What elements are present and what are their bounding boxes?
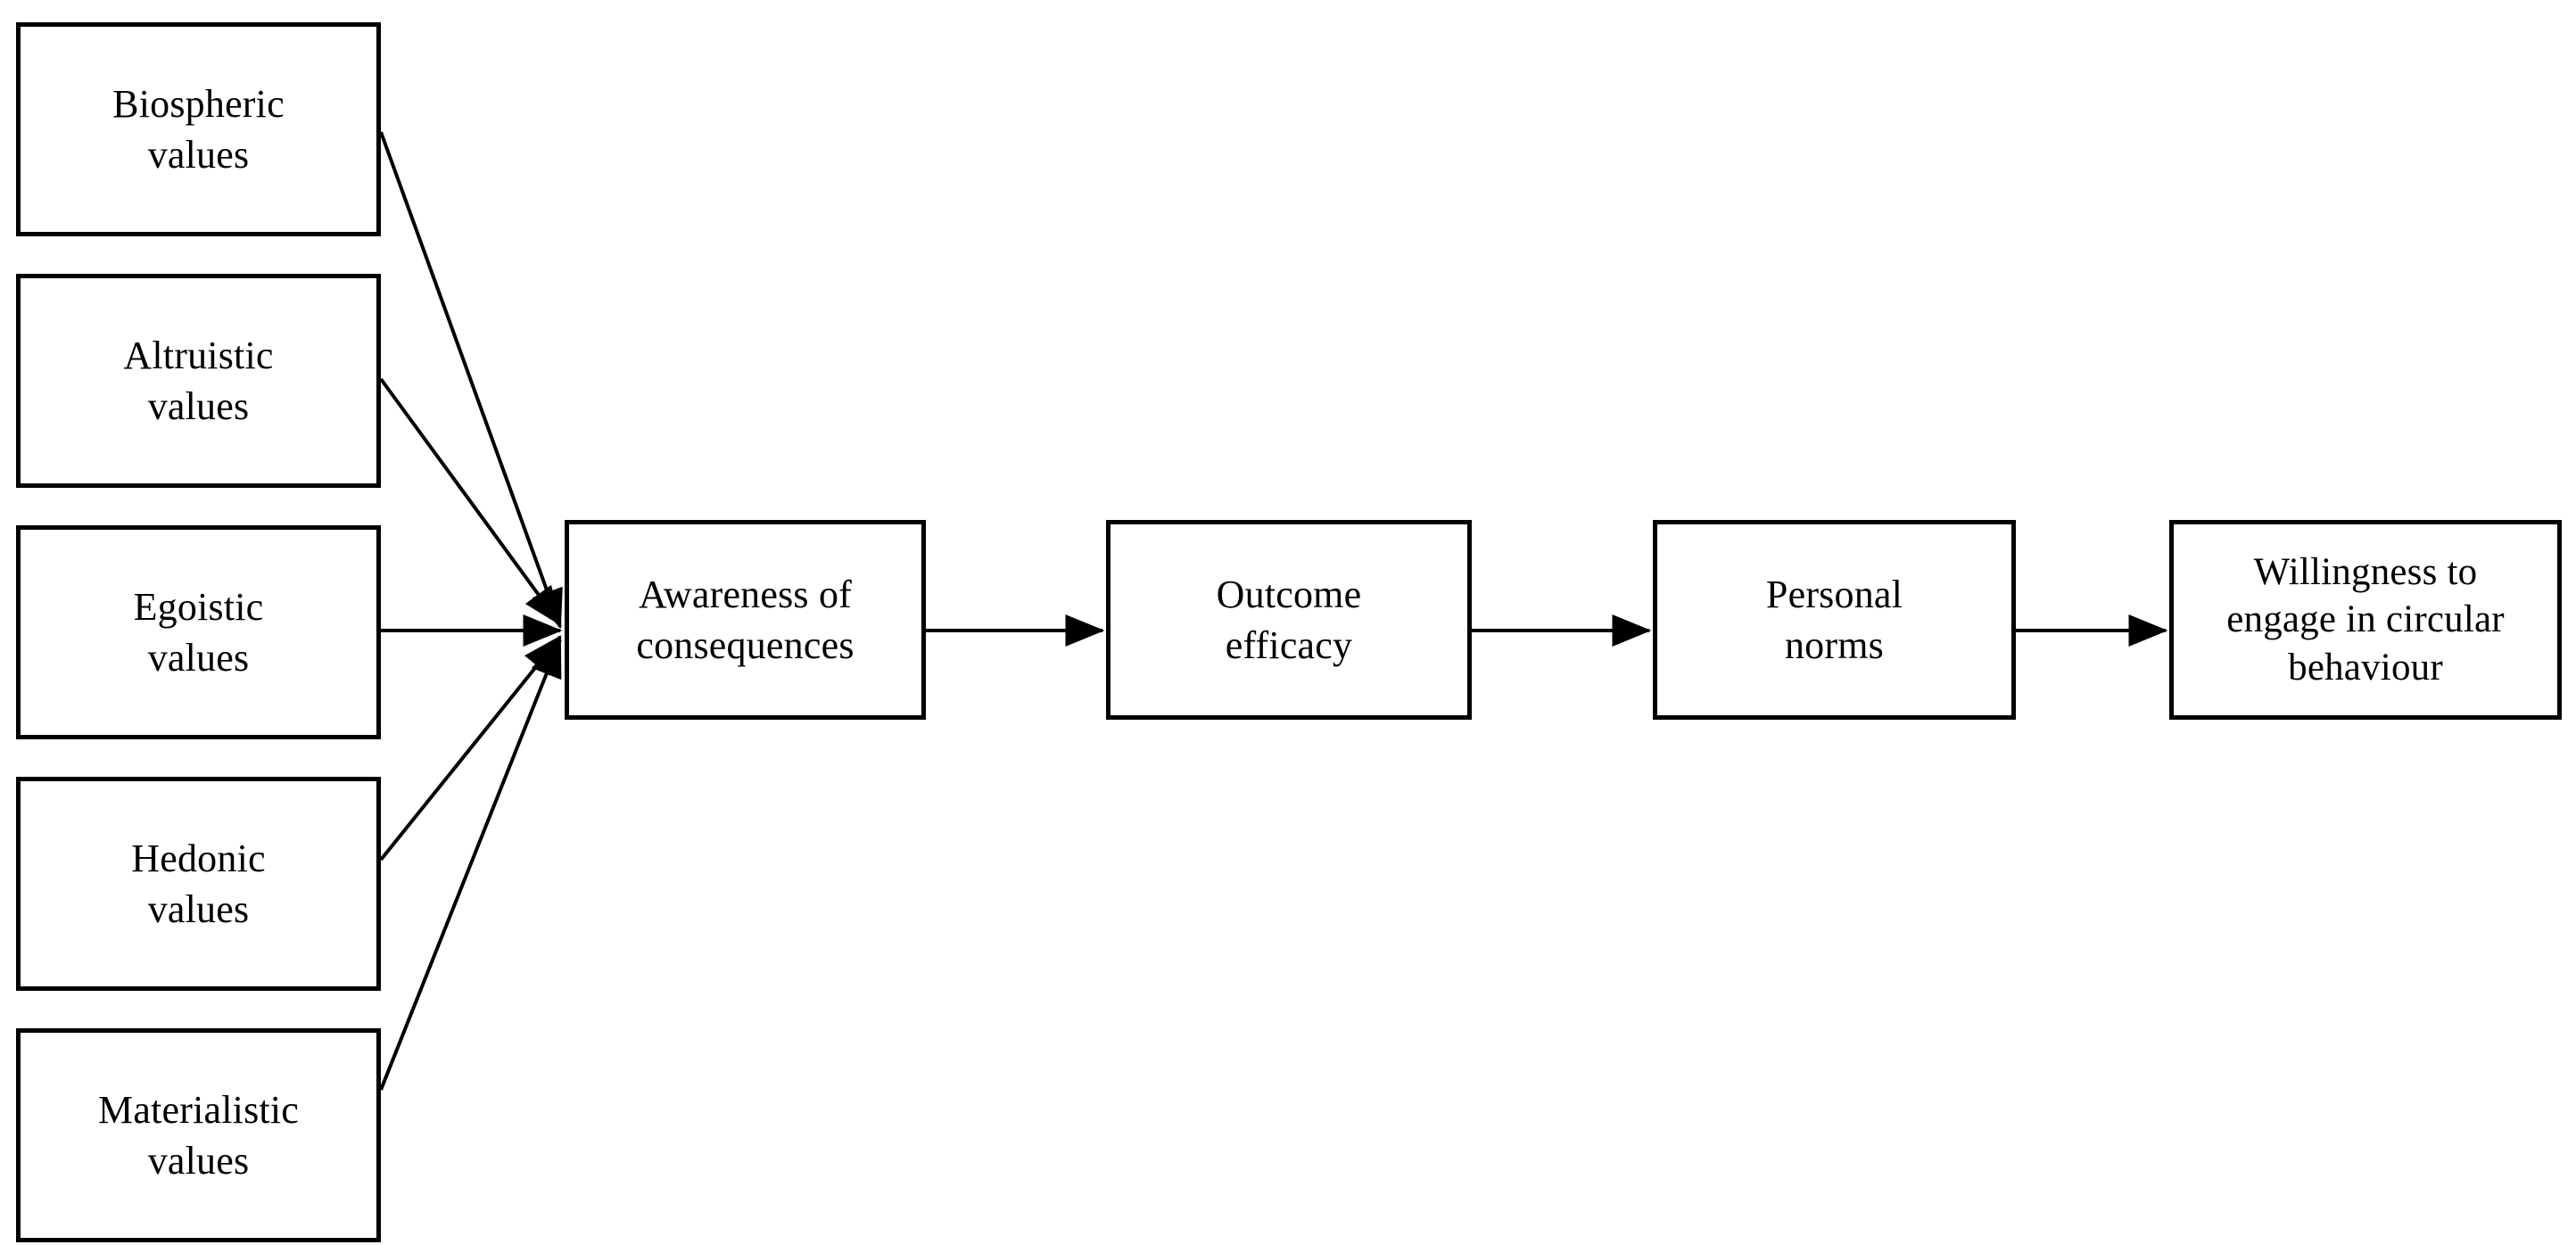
node-label: Willingness to engage in circular behavi… [2226, 551, 2505, 688]
node-label: Awareness of consequences [636, 572, 855, 667]
node-biospheric-values[interactable]: Biospheric values [16, 22, 381, 236]
node-label: Outcome efficacy [1216, 572, 1362, 667]
node-label: Materialistic values [98, 1087, 299, 1183]
node-hedonic-values[interactable]: Hedonic values [16, 777, 381, 991]
edge-materialistic-to-awareness [379, 637, 562, 1091]
node-label: Personal norms [1765, 572, 1903, 667]
node-label: Altruistic values [123, 333, 274, 428]
node-altruistic-values[interactable]: Altruistic values [16, 274, 381, 488]
node-outcome-efficacy[interactable]: Outcome efficacy [1106, 520, 1472, 720]
node-label: Egoistic values [133, 584, 264, 680]
node-willingness-to-engage-in-circular-behaviour[interactable]: Willingness to engage in circular behavi… [2169, 520, 2562, 720]
node-egoistic-values[interactable]: Egoistic values [16, 525, 381, 739]
node-personal-norms[interactable]: Personal norms [1653, 520, 2016, 720]
edge-hedonic-to-awareness [379, 635, 562, 862]
node-awareness-of-consequences[interactable]: Awareness of consequences [565, 520, 926, 720]
node-materialistic-values[interactable]: Materialistic values [16, 1028, 381, 1242]
edge-altruistic-to-awareness [379, 377, 562, 626]
node-label: Biospheric values [112, 81, 285, 177]
node-label: Hedonic values [131, 836, 266, 931]
edge-biospheric-to-awareness [379, 131, 563, 630]
